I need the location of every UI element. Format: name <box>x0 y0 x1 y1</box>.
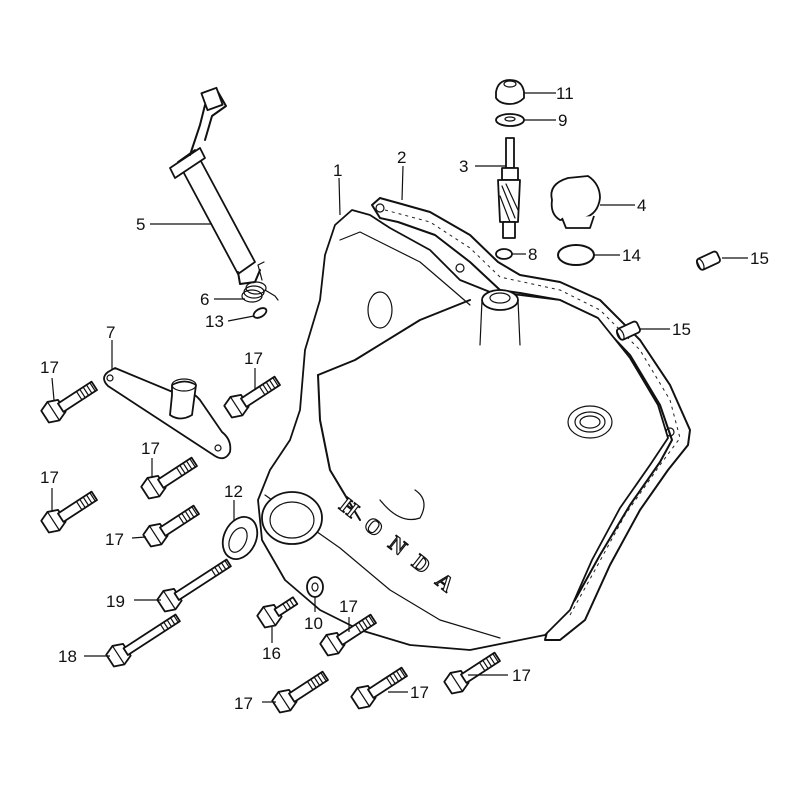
o-ring-part <box>557 244 595 266</box>
callout-15b: 15 <box>672 320 691 339</box>
callout-16: 16 <box>262 644 281 663</box>
spindle-part <box>169 86 261 285</box>
spring-part <box>241 261 279 303</box>
bolt-17e <box>140 498 203 551</box>
callout-2: 2 <box>397 148 406 167</box>
callout-4: 4 <box>637 196 646 215</box>
dowel-pin-15b <box>616 320 641 341</box>
oil-seal-12-part <box>221 516 259 560</box>
collar-part <box>252 307 268 319</box>
callout-1: 1 <box>333 161 342 180</box>
callout-17c: 17 <box>141 439 160 458</box>
callout-18: 18 <box>58 647 77 666</box>
callout-7: 7 <box>106 323 115 342</box>
callout-3: 3 <box>459 157 468 176</box>
bolt-19 <box>154 551 236 616</box>
callout-17e: 17 <box>105 530 124 549</box>
washer-9-part <box>495 113 525 127</box>
callout-10: 10 <box>304 614 323 633</box>
callout-17b: 17 <box>244 349 263 368</box>
bolt-17c <box>138 450 201 503</box>
bolt-17g <box>269 664 332 717</box>
dowel-pin-15a <box>696 250 721 271</box>
callout-17g: 17 <box>234 694 253 713</box>
callout-12: 12 <box>224 482 243 501</box>
bolt-17a <box>38 374 101 427</box>
oil-seal-11-part <box>495 79 525 105</box>
callout-17f: 17 <box>339 597 358 616</box>
leader-lines <box>51 92 748 703</box>
gasket-part <box>371 197 691 641</box>
callout-17h: 17 <box>410 683 429 702</box>
callouts: 1 2 3 4 5 6 7 8 9 10 11 12 13 14 15 15 1… <box>40 84 769 713</box>
bolt-18 <box>103 606 185 671</box>
bolt-16 <box>254 589 302 632</box>
callout-17d: 17 <box>40 468 59 487</box>
threaded-hole <box>567 405 613 439</box>
callout-17a: 17 <box>40 358 59 377</box>
bolt-17i <box>441 645 504 698</box>
crankcase-cover-part: HONDA <box>257 209 669 651</box>
callout-9: 9 <box>558 111 567 130</box>
washer-8-part <box>495 248 513 260</box>
callout-5: 5 <box>136 215 145 234</box>
callout-17i: 17 <box>512 666 531 685</box>
callout-8: 8 <box>528 245 537 264</box>
callout-11: 11 <box>556 84 574 103</box>
filler-cap-part <box>550 175 601 229</box>
callout-13: 13 <box>205 312 224 331</box>
callout-19: 19 <box>106 592 125 611</box>
callout-6: 6 <box>200 290 209 309</box>
bolt-17d <box>38 484 101 537</box>
gear-shaft-part <box>497 137 521 239</box>
arm-part <box>103 367 232 460</box>
callout-14: 14 <box>622 246 641 265</box>
callout-15a: 15 <box>750 249 769 268</box>
bolt-17h <box>348 660 411 713</box>
washer-10-part <box>306 576 324 598</box>
bolt-17b <box>221 369 284 422</box>
